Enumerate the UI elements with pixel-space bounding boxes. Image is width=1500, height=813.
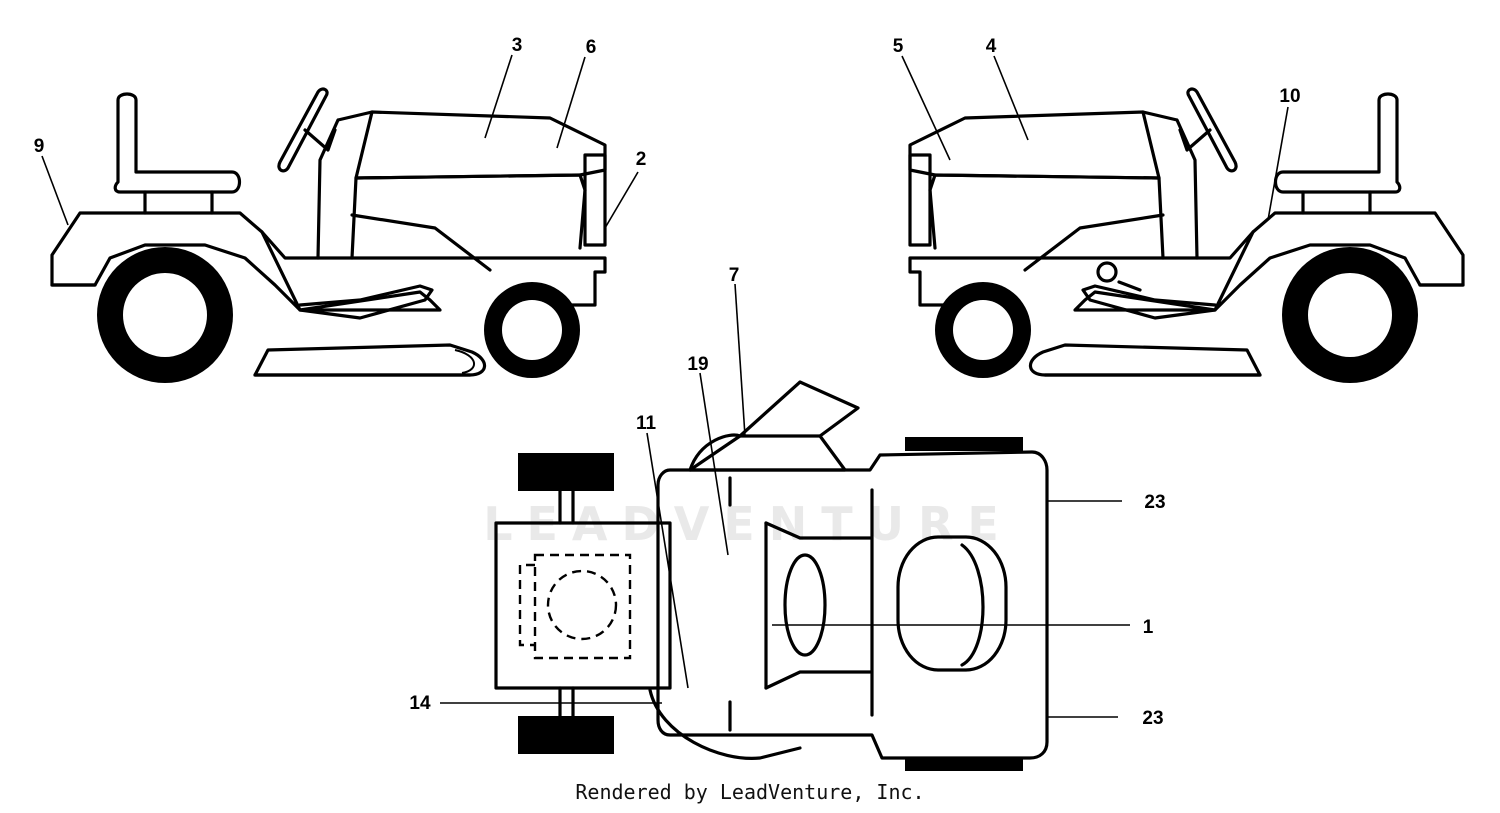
callout-9: 9: [34, 136, 45, 157]
callout-14: 14: [409, 693, 431, 714]
right-tractor-side-view: [908, 87, 1465, 383]
callout-6: 6: [586, 37, 597, 58]
left-tractor-side-view: [50, 87, 607, 383]
callout-5: 5: [893, 36, 904, 57]
callout-23-bottom: 23: [1142, 708, 1163, 729]
callout-23-top: 23: [1144, 492, 1165, 513]
callout-4: 4: [986, 36, 997, 57]
callout-3: 3: [512, 35, 523, 56]
callout-11: 11: [636, 413, 657, 434]
callout-10: 10: [1279, 86, 1300, 107]
callout-19: 19: [687, 354, 708, 375]
callout-2: 2: [636, 149, 647, 170]
callout-1: 1: [1143, 617, 1154, 638]
tractor-top-view: [494, 380, 1049, 771]
credit-text: Rendered by LeadVenture, Inc.: [575, 780, 925, 804]
callout-7: 7: [729, 265, 740, 286]
callouts: 3 6 2 9 5 4 10 7 19 11 14 1 23: [34, 35, 1301, 729]
